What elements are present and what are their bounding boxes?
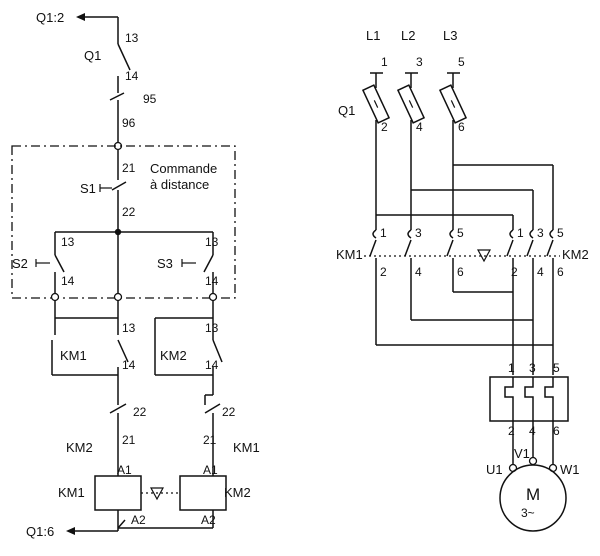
power-labels: L1 L2 L3 1 3 5 Q1 2 4 6 1 3 5 KM1 2 4 6 …	[336, 28, 589, 520]
q1-14: 14	[125, 69, 139, 83]
right-21: 21	[203, 433, 217, 447]
l3-label: L3	[443, 28, 457, 43]
km2-contact-label: KM2	[160, 348, 187, 363]
km2-14: 14	[205, 358, 219, 372]
left-21: 21	[122, 433, 136, 447]
km1-coil-label: KM1	[58, 485, 85, 500]
v1-label: V1	[514, 446, 530, 461]
km1-1: 1	[380, 226, 387, 240]
supply-3: 3	[416, 55, 423, 69]
l2-label: L2	[401, 28, 415, 43]
right-22: 22	[222, 405, 236, 419]
ol-6: 6	[553, 424, 560, 438]
q1-96: 96	[122, 116, 136, 130]
fuse-q1	[361, 84, 468, 124]
fuse-6: 6	[458, 120, 465, 134]
coil1-a2: A2	[131, 513, 146, 527]
motor-symbol	[499, 464, 567, 532]
fuse-4: 4	[416, 120, 423, 134]
s2-label: S2	[12, 256, 28, 271]
km1-nc-label: KM1	[233, 440, 260, 455]
km1-contacts	[369, 229, 454, 257]
km2-6: 6	[557, 265, 564, 279]
ol-5: 5	[553, 361, 560, 375]
motor-label: M	[526, 485, 540, 504]
ref-top-label: Q1:2	[36, 10, 64, 25]
s3-14: 14	[205, 274, 219, 288]
s1-22: 22	[122, 205, 136, 219]
s1-label: S1	[80, 181, 96, 196]
remote-line-2: à distance	[150, 177, 209, 192]
km2-1: 1	[517, 226, 524, 240]
u1-label: U1	[486, 462, 503, 477]
control-circuit	[11, 13, 236, 535]
control-labels: Q1:2 13 Q1 14 95 96 21 Commande à distan…	[12, 10, 260, 539]
remote-line-1: Commande	[150, 161, 217, 176]
km1-3: 3	[415, 226, 422, 240]
s1-21: 21	[122, 161, 136, 175]
km1-5: 5	[457, 226, 464, 240]
km2-nc-label: KM2	[66, 440, 93, 455]
q1-13: 13	[125, 31, 139, 45]
left-22: 22	[133, 405, 147, 419]
km2-13: 13	[205, 321, 219, 335]
supply-5: 5	[458, 55, 465, 69]
km2-2: 2	[511, 265, 518, 279]
km2-contacts	[506, 229, 554, 257]
ol-2: 2	[508, 424, 515, 438]
km2-3: 3	[537, 226, 544, 240]
km1-13: 13	[122, 321, 136, 335]
w1-label: W1	[560, 462, 580, 477]
km1-6: 6	[457, 265, 464, 279]
ol-1: 1	[508, 361, 515, 375]
km2-4: 4	[537, 265, 544, 279]
coil2-a2: A2	[201, 513, 216, 527]
s2-14: 14	[61, 274, 75, 288]
ref-bottom-label: Q1:6	[26, 524, 54, 539]
km1-contact-label: KM1	[60, 348, 87, 363]
q1-label: Q1	[84, 48, 101, 63]
l1-label: L1	[366, 28, 380, 43]
km1-2: 2	[380, 265, 387, 279]
motor-phase-label: 3~	[521, 506, 535, 520]
coil1-a1: A1	[117, 463, 132, 477]
km2-power-label: KM2	[562, 247, 589, 262]
q1-95: 95	[143, 92, 157, 106]
km1-4: 4	[415, 265, 422, 279]
overload-relay	[489, 376, 569, 422]
km1-14: 14	[122, 358, 136, 372]
km1-power-label: KM1	[336, 247, 363, 262]
km2-coil-label: KM2	[224, 485, 251, 500]
s2-13: 13	[61, 235, 75, 249]
ol-4: 4	[529, 424, 536, 438]
s3-13: 13	[205, 235, 219, 249]
fuse-q1-label: Q1	[338, 103, 355, 118]
supply-1: 1	[381, 55, 388, 69]
fuse-2: 2	[381, 120, 388, 134]
km2-5: 5	[557, 226, 564, 240]
power-circuit	[361, 72, 569, 532]
ol-3: 3	[529, 361, 536, 375]
s3-label: S3	[157, 256, 173, 271]
coil2-a1: A1	[203, 463, 218, 477]
